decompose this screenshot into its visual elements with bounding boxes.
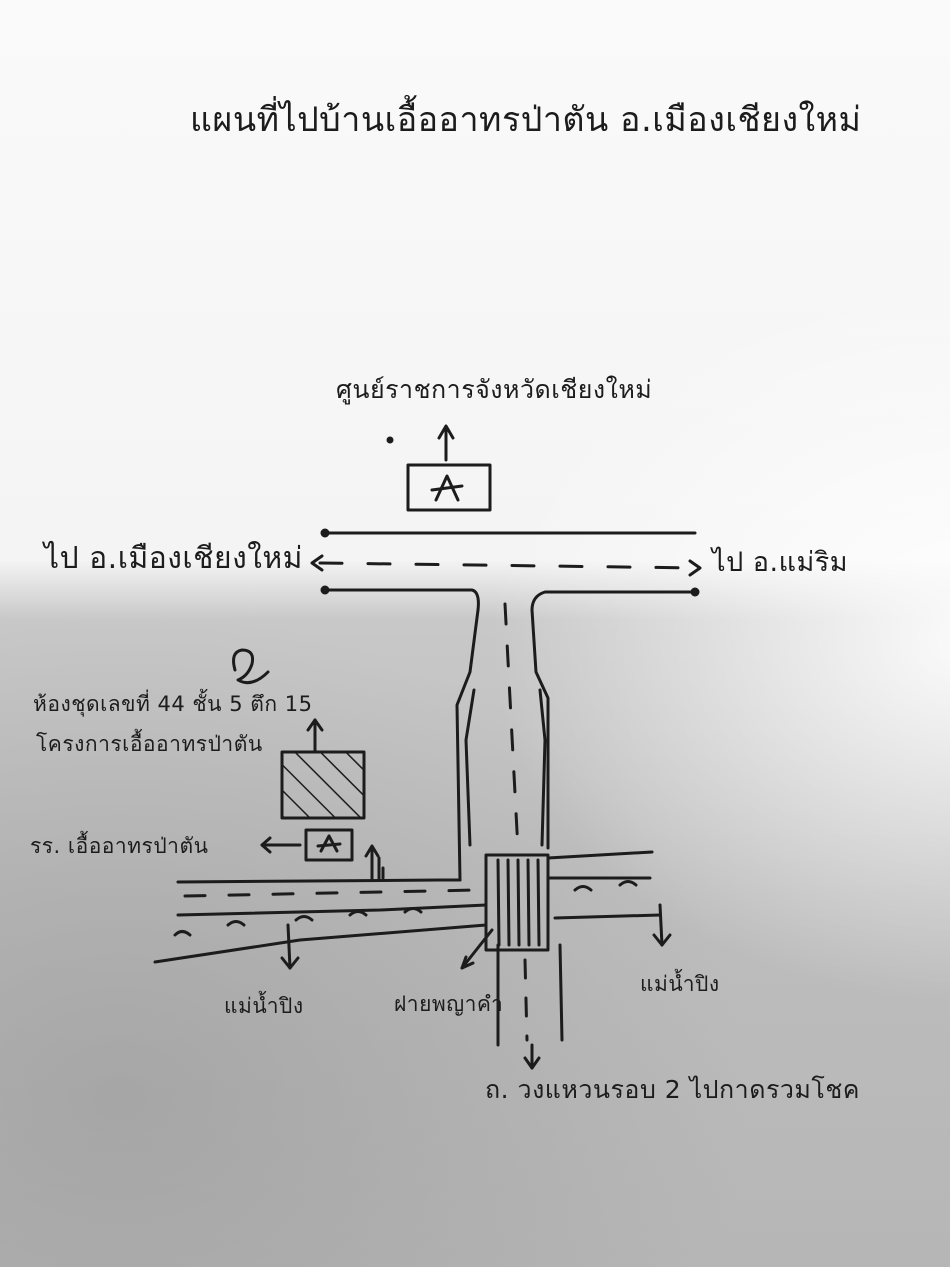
label-to-maerim: ไป อ.แม่ริม <box>712 547 849 578</box>
weir-pointer-arrow <box>460 928 494 970</box>
a-symbol-icon <box>430 474 464 502</box>
landmark-box <box>406 463 492 512</box>
label-govt-center: ศูนย์ราชการจังหวัดเชียงใหม่ <box>336 375 653 404</box>
right-side-road <box>546 850 654 880</box>
label-to-muang: ไป อ.เมืองเชียงใหม่ <box>44 541 303 576</box>
weir-bridge <box>484 853 550 952</box>
label-room-number: ห้องชุดเลขที่ 44 ชั้น 5 ตึก 15 <box>33 692 313 716</box>
project-location <box>280 718 366 820</box>
map-title: แผนที่ไปบ้านเอื้ออาทรป่าตัน อ.เมืองเชียง… <box>190 100 862 140</box>
left-side-road <box>176 866 488 917</box>
label-project: โครงการเอื้ออาทรป่าตัน <box>36 732 263 756</box>
ping-river-right <box>553 880 672 947</box>
pin-mark-icon <box>232 648 270 685</box>
label-ring-road: ถ. วงแหวนรอบ 2 ไปกาดรวมโชค <box>485 1075 861 1104</box>
dot-mark <box>386 436 394 444</box>
small-up-arrow-icon <box>364 844 381 882</box>
north-south-road <box>455 602 564 1070</box>
label-weir: ฝายพญาคำ <box>394 992 504 1016</box>
label-ping-river-left: แม่น้ำปิง <box>224 994 304 1018</box>
ping-river-left <box>153 907 488 970</box>
school-location <box>260 828 354 862</box>
label-school: รร. เอื้ออาทรป่าตัน <box>30 834 209 858</box>
label-ping-river-right: แม่น้ำปิง <box>640 972 720 996</box>
main-road <box>310 528 702 612</box>
north-arrow-icon <box>437 424 455 462</box>
